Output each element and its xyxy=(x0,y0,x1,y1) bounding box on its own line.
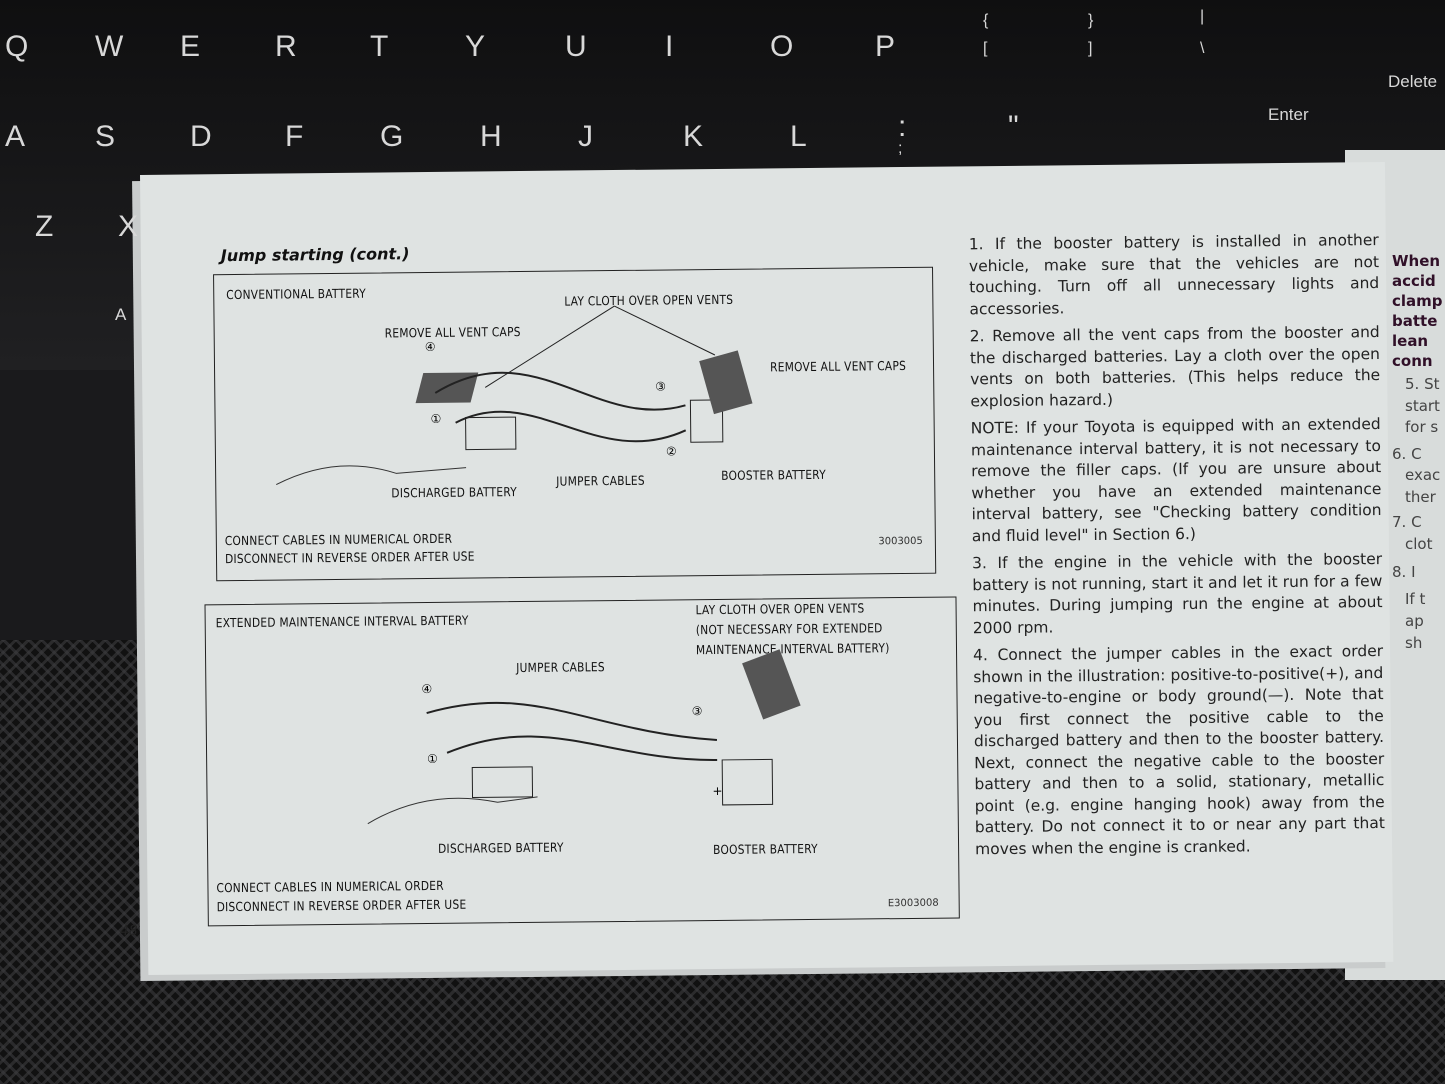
keyboard-key: } xyxy=(1088,12,1094,29)
keyboard-key: | xyxy=(1200,8,1205,25)
keyboard-key: { xyxy=(983,12,989,29)
svg-text:②: ② xyxy=(666,444,677,458)
keyboard-key: ; xyxy=(898,140,903,157)
instruction-note: CONNECT CABLES IN NUMERICAL ORDER xyxy=(216,877,444,896)
next-page-text: for s xyxy=(1405,418,1439,436)
next-page-text: ap xyxy=(1405,612,1424,630)
next-page-text: ther xyxy=(1405,488,1436,506)
manual-page: Jump starting (cont.) CONVENTIONAL BATTE… xyxy=(120,161,1394,975)
keyboard-key: D xyxy=(190,120,212,153)
next-page-text: If t xyxy=(1405,590,1426,608)
keyboard-key: : xyxy=(898,110,907,143)
step-1: 1. If the booster battery is installed i… xyxy=(968,231,1380,318)
keyboard-key: H xyxy=(480,120,502,153)
keyboard-key: X xyxy=(118,210,139,243)
figure-code: E3003008 xyxy=(887,897,939,910)
next-page-text: clot xyxy=(1405,535,1433,553)
next-page-text: accid xyxy=(1392,272,1436,290)
next-page-text: When xyxy=(1392,252,1441,270)
svg-text:③: ③ xyxy=(655,380,666,394)
jump-start-illustration: ④ ① ③ + xyxy=(367,649,801,825)
next-page-text: clamp xyxy=(1392,292,1443,310)
next-page-text: exac xyxy=(1405,466,1441,484)
keyboard-key: W xyxy=(95,30,124,63)
keyboard-key: Y xyxy=(465,30,486,63)
step-2: 2. Remove all the vent caps from the boo… xyxy=(969,323,1381,410)
page-number: 48 xyxy=(119,923,138,940)
keyboard-key: G xyxy=(380,120,404,153)
page-title: Jump starting (cont.) xyxy=(220,244,410,266)
figure-conventional-battery: CONVENTIONAL BATTERY LAY CLOTH OVER OPEN… xyxy=(213,266,937,582)
keyboard-key: E xyxy=(180,30,201,63)
keyboard-key: P xyxy=(875,30,896,63)
keyboard-key: Delete xyxy=(1388,72,1438,91)
keyboard-key: S xyxy=(95,120,116,153)
keyboard-key: " xyxy=(1008,110,1019,143)
svg-text:④: ④ xyxy=(425,340,436,354)
figure-code: 3003005 xyxy=(878,535,923,548)
keyboard-key: A xyxy=(115,305,127,324)
keyboard-key: K xyxy=(683,120,704,153)
keyboard-key: I xyxy=(665,30,674,63)
note: NOTE: If your Toyota is equipped with an… xyxy=(970,415,1382,545)
figure-extended-battery: EXTENDED MAINTENANCE INTERVAL BATTERY LA… xyxy=(204,596,960,927)
keyboard-key: R xyxy=(275,30,297,63)
keyboard-key: J xyxy=(578,120,593,153)
next-page-text: 6. C xyxy=(1392,445,1422,463)
keyboard-key: [ xyxy=(983,40,988,57)
keyboard-key: A xyxy=(5,120,26,153)
keyboard-key: T xyxy=(370,30,389,63)
svg-text:①: ① xyxy=(427,752,438,766)
keyboard-key: Enter xyxy=(1268,105,1309,124)
next-page-text: conn xyxy=(1392,352,1433,370)
instruction-note: DISCONNECT IN REVERSE ORDER AFTER USE xyxy=(224,548,475,567)
next-page-text: sh xyxy=(1405,634,1423,652)
svg-text:④: ④ xyxy=(421,682,432,696)
instructions-column: 1. If the booster battery is installed i… xyxy=(969,230,1386,866)
instruction-note: CONNECT CABLES IN NUMERICAL ORDER xyxy=(224,530,453,549)
step-3: 3. If the engine in the vehicle with the… xyxy=(972,550,1383,637)
svg-text:①: ① xyxy=(430,412,441,426)
step-4: 4. Connect the jumper cables in the exac… xyxy=(972,642,1385,858)
next-page-text: batte xyxy=(1392,312,1438,330)
keyboard-key: L xyxy=(790,120,807,153)
keyboard-key: Z xyxy=(35,210,54,243)
next-page-text: 8. I xyxy=(1392,563,1416,581)
keyboard-key: Q xyxy=(5,30,29,63)
jump-start-illustration: ④ ① ③ ② xyxy=(276,305,753,486)
next-page-text: start xyxy=(1405,397,1440,415)
next-page-text: lean xyxy=(1392,332,1429,350)
next-page-text: 5. St xyxy=(1405,375,1440,393)
keyboard-key: \ xyxy=(1200,40,1205,57)
next-page-text: 7. C xyxy=(1392,513,1422,531)
svg-text:③: ③ xyxy=(692,704,703,718)
keyboard-key: ] xyxy=(1088,40,1093,57)
keyboard-key: U xyxy=(565,30,587,63)
instruction-note: DISCONNECT IN REVERSE ORDER AFTER USE xyxy=(216,896,467,915)
keyboard-key: F xyxy=(285,120,304,153)
keyboard-key: O xyxy=(770,30,794,63)
svg-text:+: + xyxy=(712,784,722,798)
